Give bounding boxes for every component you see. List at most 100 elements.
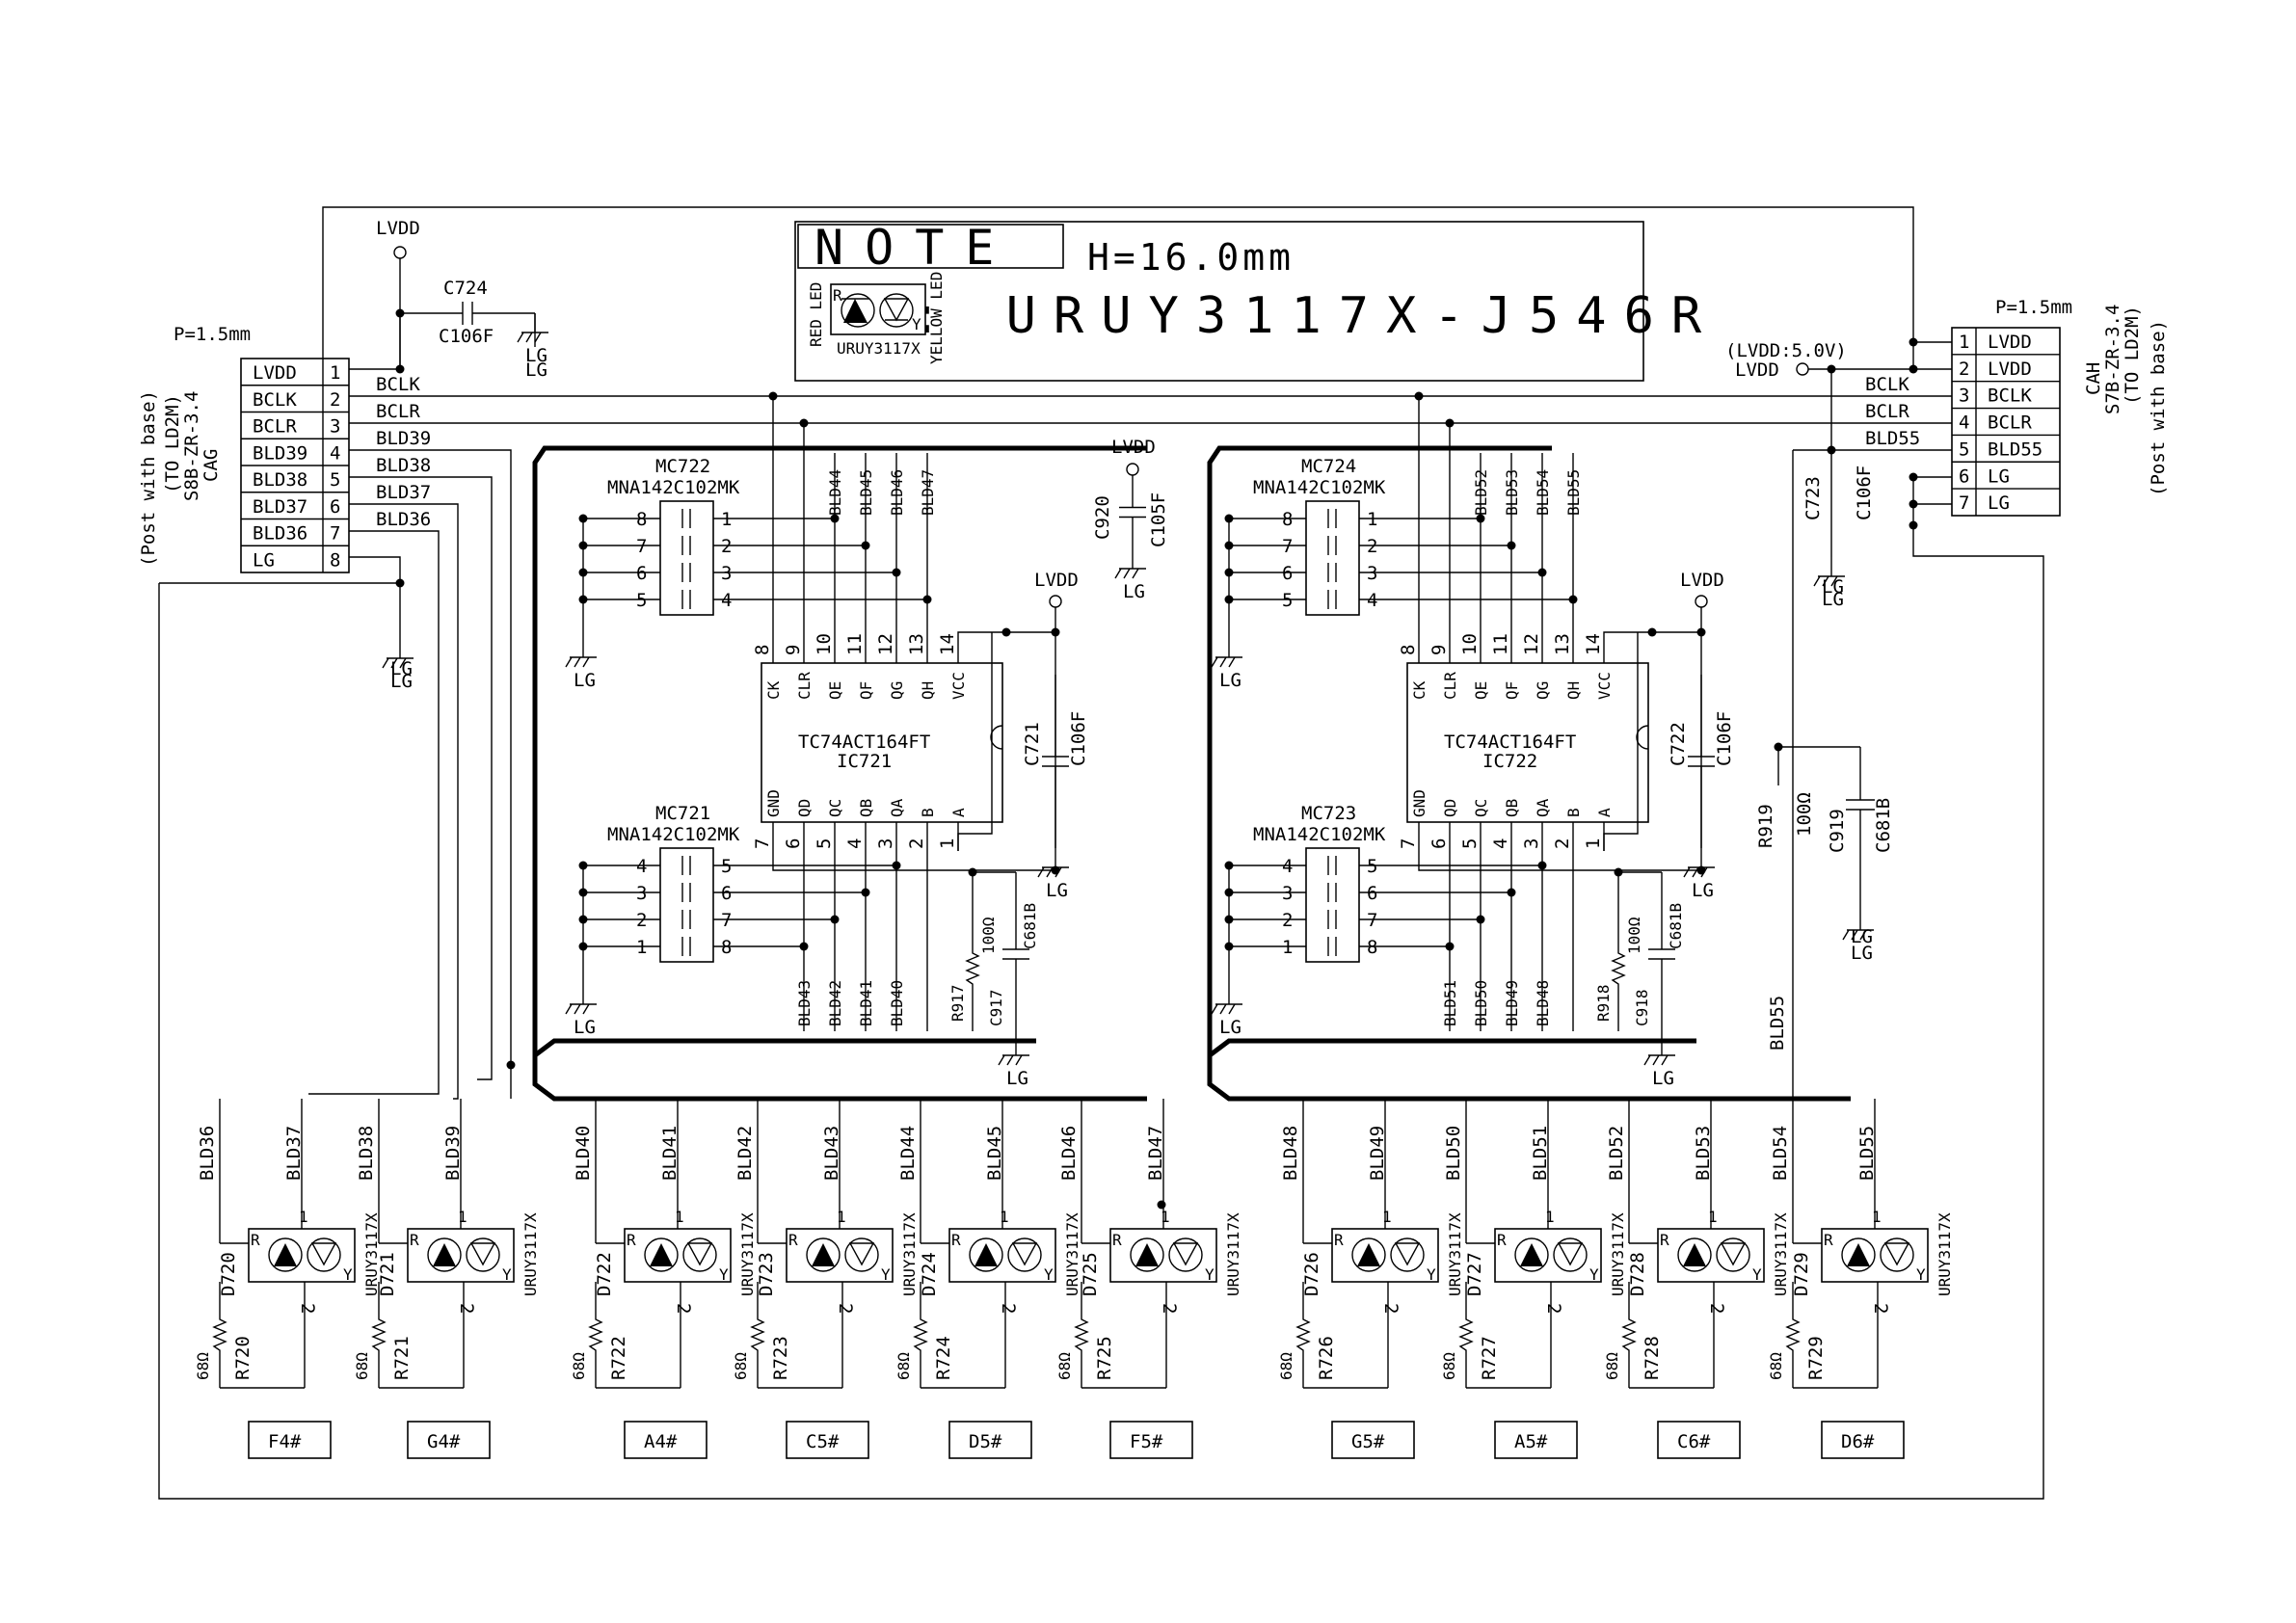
c724-label: C724	[443, 278, 488, 299]
c920-value: C105F	[1148, 492, 1169, 547]
ic721-body	[761, 662, 1003, 823]
note-led-r: R	[833, 286, 842, 305]
led-r-marker: R	[1112, 1231, 1122, 1249]
cah-pin-number: 6	[1959, 466, 1969, 487]
junction-dot	[1445, 942, 1455, 951]
key-label-box	[948, 1421, 1032, 1459]
junction-dot	[1614, 867, 1623, 877]
ic722-bot-pin-label: QD	[1441, 799, 1459, 817]
label-c723-value: C106F	[1854, 466, 1875, 520]
ic721-top-pin-label: VCC	[949, 672, 968, 700]
led-ref: D722	[594, 1252, 615, 1296]
cag-lg-gnd-hatch	[390, 657, 398, 669]
led-part: URUY3117X	[1446, 1212, 1464, 1296]
junction-dot	[968, 867, 977, 877]
led-r-marker: R	[251, 1231, 260, 1249]
led-red-diode	[268, 1237, 303, 1272]
led-r-marker: R	[1497, 1231, 1507, 1249]
led-red-diode	[1514, 1237, 1549, 1272]
led-pin1: 1	[458, 1208, 467, 1226]
led-resistor	[913, 1282, 928, 1388]
note-led-y: Y	[912, 315, 921, 333]
ic721-vdd-label: LVDD	[1034, 570, 1079, 591]
led-pin2: 2	[297, 1303, 318, 1314]
led-res-ref: R722	[608, 1336, 629, 1380]
ic722-c9-gnd-hatch	[1661, 1054, 1669, 1066]
mc722-gnd-hatch	[565, 656, 573, 668]
junction-dot	[1157, 1200, 1166, 1210]
key-label: D5#	[969, 1431, 1002, 1452]
key-label: G4#	[427, 1431, 461, 1452]
ic721-top-pin-num: 14	[937, 633, 958, 655]
cah-voltage: (LVDD:5.0V)	[1725, 340, 1847, 361]
cah-pin-signal: BCLK	[1988, 386, 2032, 407]
junction-dot	[1476, 915, 1485, 924]
ic722-bot-pin-label: QC	[1472, 799, 1490, 817]
ic721-c9-gnd-hatch	[1006, 1054, 1014, 1066]
junction-dot	[1909, 472, 1918, 482]
junction-dot	[922, 595, 932, 604]
ic722-q-label: BLD55	[1564, 469, 1583, 516]
junction-dot	[1696, 865, 1706, 875]
ic722-top-pin-num: 13	[1552, 633, 1573, 655]
mc724-gnd-hatch	[1211, 656, 1218, 668]
label-bclr-right: BCLR	[1865, 401, 1909, 422]
led-red-diode	[427, 1237, 462, 1272]
key-label: D6#	[1841, 1431, 1875, 1452]
cag-to: (TO LD2M)	[162, 394, 183, 493]
ic721-qb-label: BLD42	[826, 980, 844, 1026]
ic721-gnd-hatch	[1037, 866, 1045, 878]
label-bld37-left: BLD37	[376, 482, 431, 503]
ic721-c9-label: C917	[987, 989, 1005, 1026]
c724-gnd-hatch	[525, 332, 533, 343]
mc721-left-pin: 3	[636, 883, 647, 904]
led-pin2: 2	[1543, 1303, 1564, 1314]
led-red-triangle	[1683, 1243, 1706, 1266]
led-yellow-triangle	[1557, 1242, 1584, 1266]
led-ref: D726	[1301, 1252, 1322, 1296]
mc721-right-pin: 7	[721, 910, 732, 931]
c723-gnd-label: LG	[1822, 589, 1844, 610]
mc724-body	[1305, 500, 1360, 616]
cah-pin-signal: LVDD	[1988, 332, 2032, 353]
led-pin2: 2	[1706, 1303, 1727, 1314]
junction-dot	[1445, 418, 1455, 428]
ic722-bot-pin-label: QA	[1534, 798, 1552, 817]
led-pin1: 1	[1545, 1208, 1555, 1226]
r919-label: R919	[1755, 804, 1776, 848]
cag-pin-signal: LVDD	[253, 362, 297, 384]
ic722-bot-pin-label: GND	[1410, 789, 1428, 817]
led-yellow-triangle	[1394, 1242, 1421, 1266]
cah-pin-number: 5	[1959, 439, 1969, 460]
note-led-part: URUY3117X	[837, 339, 921, 358]
led-yellow-diode	[1553, 1237, 1588, 1272]
cah-pin-number: 2	[1959, 359, 1969, 380]
junction-dot	[892, 568, 901, 577]
led-res-ref: R727	[1479, 1336, 1500, 1380]
led-res-ref: R729	[1805, 1336, 1827, 1380]
led-resistor	[1621, 1282, 1637, 1388]
key-label: C6#	[1677, 1431, 1711, 1452]
cah-pin-signal: BLD55	[1988, 439, 2042, 460]
ic721-top-pin-label: QG	[888, 681, 906, 700]
mc723-right-pin: 7	[1367, 910, 1377, 931]
mc724-right-pin: 1	[1367, 509, 1377, 530]
lvdd-left-label: LVDD	[376, 218, 420, 239]
mc722-right-pin: 1	[721, 509, 732, 530]
r919-c919: R919 100Ω C919 C681B LG BLD55	[1755, 746, 1894, 1051]
mc724-right-pin: 4	[1367, 590, 1377, 611]
junction-dot	[1507, 541, 1516, 550]
ic721-top-pin-num: 13	[906, 633, 927, 655]
led-part: URUY3117X	[521, 1212, 540, 1296]
junction-dot	[1827, 364, 1836, 374]
ic721-top-pin-label: QH	[919, 681, 937, 700]
ic721-bot-pin-label: A	[949, 808, 968, 817]
led-res-value: 68Ω	[194, 1352, 212, 1380]
led-part: URUY3117X	[1224, 1212, 1242, 1296]
label-bclk-right: BCLK	[1865, 374, 1909, 395]
ic722-qb-label: BLD50	[1472, 980, 1490, 1026]
